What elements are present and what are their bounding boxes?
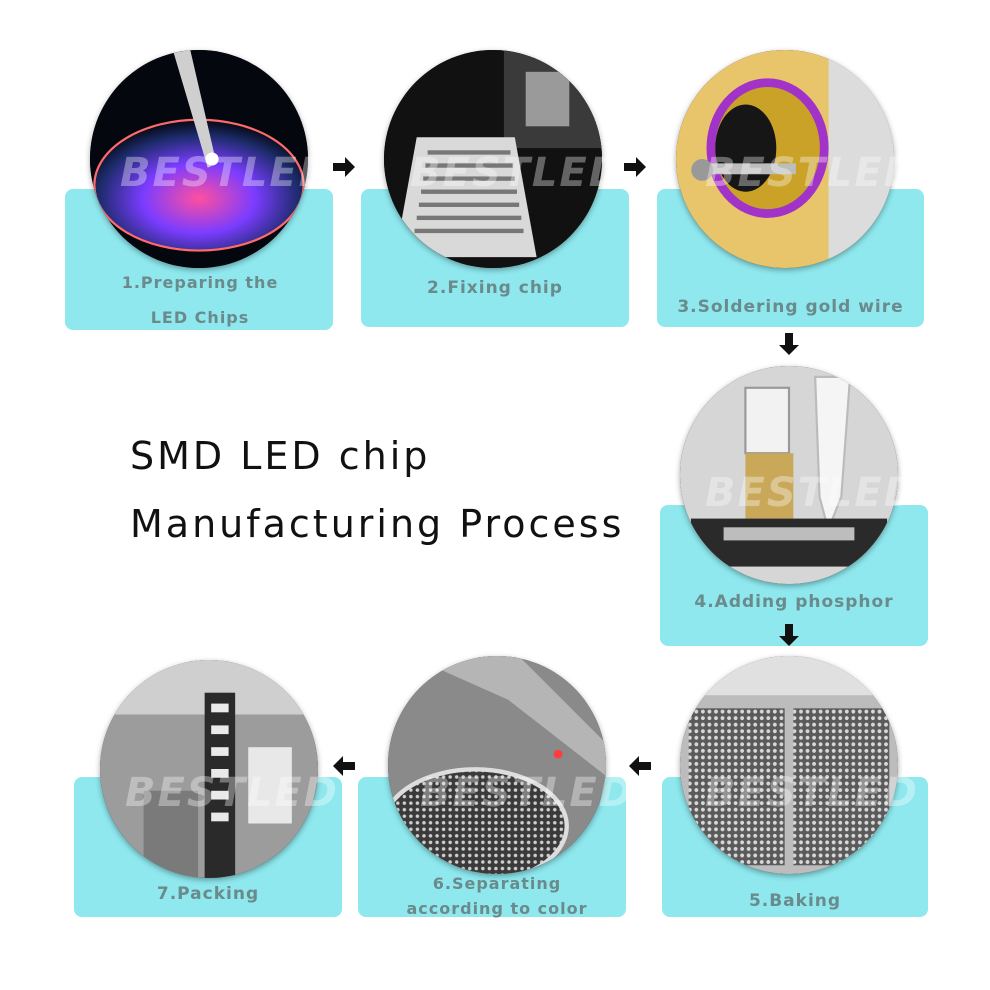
arrow-right-icon	[622, 154, 648, 180]
arrow-down-icon	[776, 622, 802, 648]
page-title-line1: SMD LED chip	[130, 434, 430, 478]
step-label: 1.Preparing the LED Chips	[105, 265, 295, 335]
step-label: 3.Soldering gold wire	[662, 290, 919, 324]
phosphor-dispenser-photo	[680, 366, 898, 584]
step-label: 6.Separating according to color	[383, 871, 611, 921]
arrow-left-icon	[331, 753, 357, 779]
step-label: 2.Fixing chip	[371, 271, 619, 305]
gold-wire-spool-photo	[676, 50, 894, 268]
arrow-down-icon	[776, 331, 802, 357]
sorting-machine-photo	[388, 656, 606, 874]
page-title-line2: Manufacturing Process	[130, 502, 624, 546]
arrow-left-icon	[627, 753, 653, 779]
step-label: 4.Adding phosphor	[670, 585, 918, 619]
arrow-right-icon	[331, 154, 357, 180]
led-wafer-photo	[90, 50, 308, 268]
baking-tray-photo	[680, 656, 898, 874]
chip-fixing-machine-photo	[384, 50, 602, 268]
step-label: 5.Baking	[672, 884, 918, 918]
packing-reel-photo	[100, 660, 318, 878]
step-label: 7.Packing	[84, 877, 332, 911]
